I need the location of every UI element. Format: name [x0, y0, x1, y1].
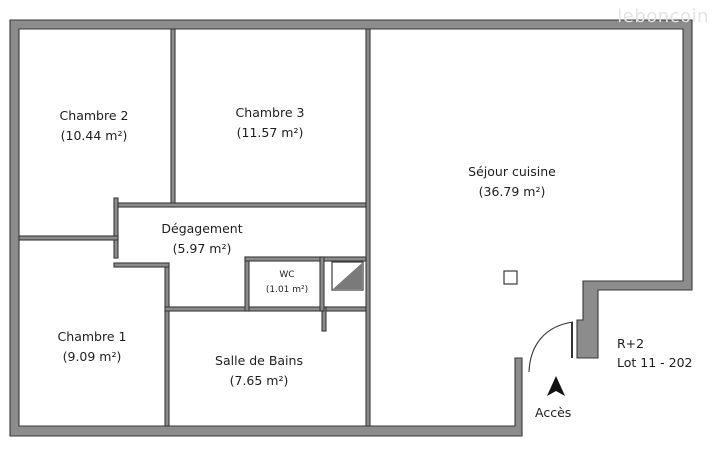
room-name: Séjour cuisine — [468, 164, 556, 179]
wall-wc-top — [244, 256, 367, 262]
wall-chambre2-chambre3 — [170, 28, 176, 208]
room-label-degagement: Dégagement (5.97 m²) — [161, 219, 242, 259]
room-area: (7.65 m²) — [229, 373, 289, 388]
wall-sdb-top — [164, 306, 367, 312]
room-area: (9.09 m²) — [62, 349, 122, 364]
wall-stub-chambre1 — [113, 262, 170, 268]
room-name: WC — [279, 270, 295, 280]
wall-degagement-top — [113, 202, 367, 208]
room-area: (36.79 m²) — [478, 184, 546, 199]
room-area: (10.44 m²) — [60, 128, 128, 143]
column — [503, 270, 518, 285]
room-label-salle-de-bains: Salle de Bains (7.65 m²) — [215, 351, 303, 391]
wall-wc-left — [244, 256, 250, 312]
wall-degagement-left — [113, 197, 119, 259]
room-label-chambre-1: Chambre 1 (9.09 m²) — [58, 327, 127, 367]
access-label: Accès — [535, 405, 572, 420]
room-label-chambre-2: Chambre 2 (10.44 m²) — [60, 106, 129, 146]
room-name: Chambre 3 — [235, 105, 305, 120]
room-name: Chambre 2 — [59, 108, 129, 123]
room-label-chambre-3: Chambre 3 (11.57 m²) — [236, 103, 305, 143]
room-name: Dégagement — [161, 221, 243, 236]
room-label-wc: WC (1.01 m²) — [266, 268, 308, 298]
access-arrow-icon — [547, 376, 565, 396]
watermark: leboncoin — [617, 6, 709, 27]
room-area: (5.97 m²) — [172, 241, 232, 256]
wall-chambre1-right — [164, 262, 170, 427]
wall-wc-right-stub — [319, 256, 325, 312]
entrance-door-arc — [528, 321, 574, 373]
wall-sejour — [365, 28, 371, 427]
lot-label: Lot 11 - 202 — [617, 355, 693, 370]
wc-fixture — [333, 263, 362, 289]
exterior-wall — [9, 19, 693, 437]
room-area: (11.57 m²) — [236, 125, 304, 140]
room-name: Chambre 1 — [57, 329, 127, 344]
room-name: Salle de Bains — [215, 353, 303, 368]
room-area: (1.01 m²) — [265, 285, 309, 295]
wall-chambre2-chambre1 — [18, 235, 119, 241]
room-label-sejour: Séjour cuisine (36.79 m²) — [468, 162, 556, 202]
level-label: R+2 — [617, 336, 645, 351]
